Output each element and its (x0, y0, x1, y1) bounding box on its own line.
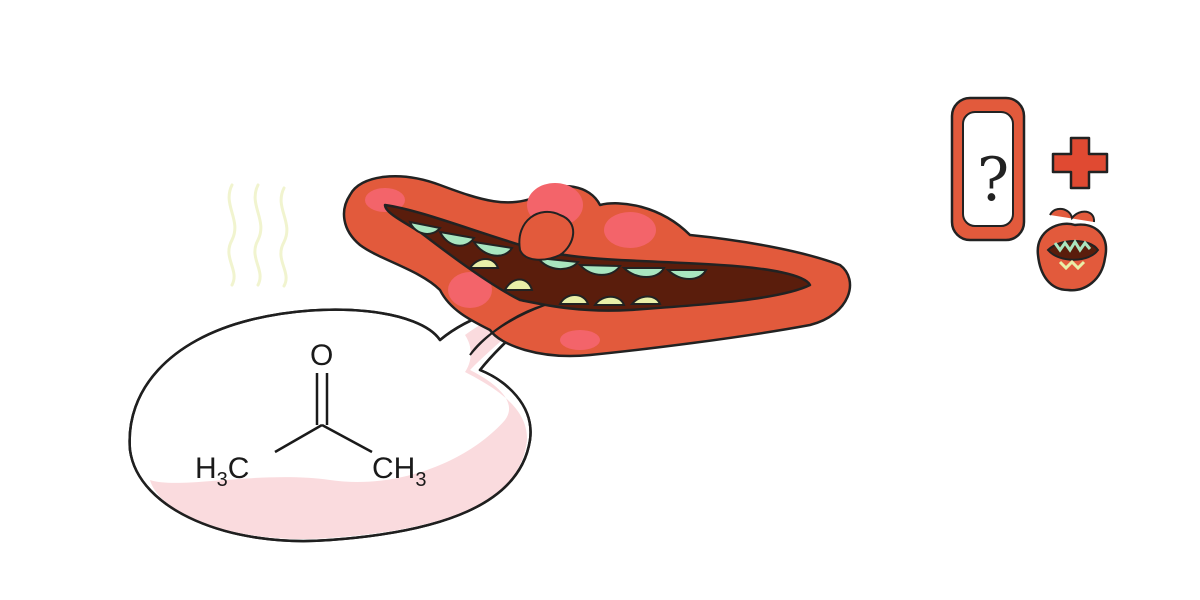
left-single-bond (274, 423, 323, 454)
phone-question-mark: ? (977, 145, 1009, 215)
lips-highlight-lower (448, 272, 492, 308)
big-lips (342, 175, 852, 358)
right-methyl-subscript: 3 (415, 469, 426, 491)
phone-icon: ? (950, 96, 1026, 242)
lips-highlight-right (604, 212, 656, 248)
left-methyl-h: H (195, 452, 217, 485)
mouth-wisp (469, 304, 546, 356)
left-methyl-subscript: 3 (217, 469, 228, 491)
acetone-formula: O H3C CH3 (195, 339, 426, 491)
speech-bubble-shading (150, 307, 540, 540)
right-single-bond (321, 423, 373, 454)
lips-highlight-bottom (560, 330, 600, 350)
upper-teeth (408, 220, 708, 280)
left-methyl-c: C (228, 452, 250, 485)
left-methyl-group: H3C (195, 452, 249, 491)
oxygen-atom-label: O (310, 339, 333, 372)
small-mouth-icon (1036, 207, 1108, 292)
medical-cross-icon (1051, 136, 1109, 190)
lower-teeth (468, 258, 662, 306)
right-methyl-group: CH3 (372, 452, 426, 491)
lip-bulge (518, 210, 575, 261)
right-methyl-ch: CH (372, 452, 415, 485)
odor-lines (227, 183, 289, 288)
